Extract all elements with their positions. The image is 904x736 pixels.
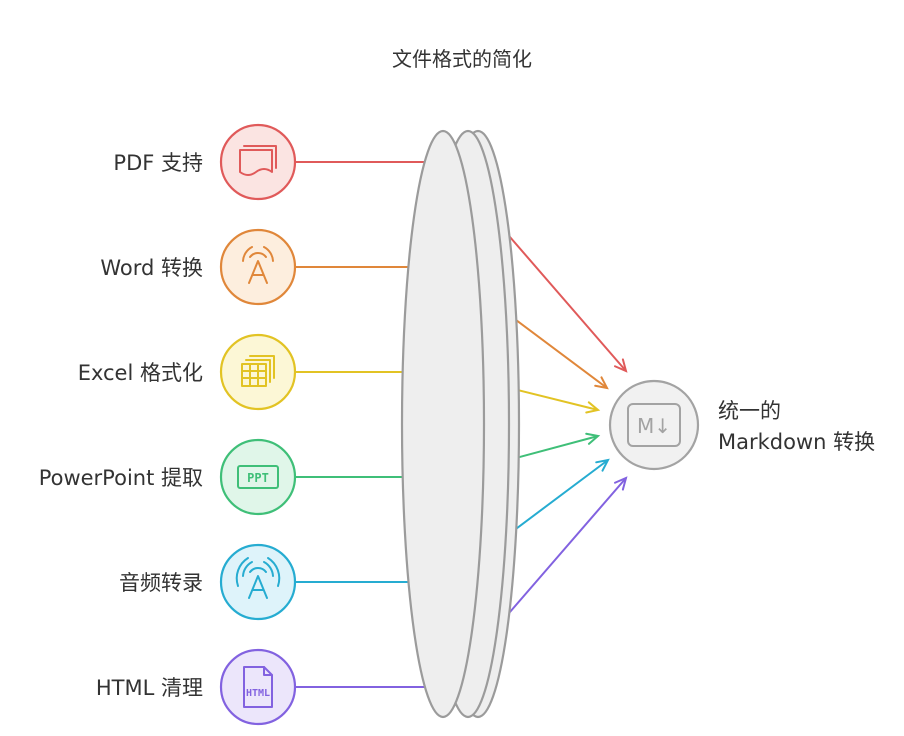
- arrowhead: [594, 376, 609, 390]
- input-node-circle: [219, 228, 297, 306]
- svg-text:HTML: HTML: [246, 688, 270, 699]
- arrowhead: [613, 476, 628, 491]
- spreadsheet-icon: [241, 355, 275, 387]
- pdf-document-icon: [239, 145, 277, 176]
- input-node-circle: [219, 543, 297, 621]
- letter-a-signal-icon: [242, 246, 274, 284]
- arrowhead: [585, 432, 601, 445]
- html-file-icon: HTML: [243, 666, 273, 708]
- input-node-circle: [219, 648, 297, 726]
- output-node: M↓: [608, 379, 700, 471]
- diagram-title: 文件格式的简化: [392, 47, 532, 71]
- input-node: Word 转换: [100, 228, 297, 306]
- markdown-icon: M↓: [637, 414, 671, 438]
- input-node: HTML HTML 清理: [96, 648, 297, 726]
- output-label-line1: 统一的: [718, 399, 781, 423]
- input-node-circle: [219, 438, 297, 516]
- input-label: HTML 清理: [96, 676, 203, 700]
- input-node: PDF 支持: [113, 123, 297, 201]
- input-label: 音频转录: [119, 571, 203, 595]
- input-node: Excel 格式化: [78, 333, 297, 411]
- lens-shape: [400, 129, 521, 719]
- svg-text:PPT: PPT: [247, 471, 269, 485]
- input-node: 音频转录: [119, 543, 297, 621]
- input-node-circle: [219, 123, 297, 201]
- audio-letter-a-icon: [235, 557, 281, 599]
- output-label-line2: Markdown 转换: [718, 430, 875, 454]
- input-node: PPT PowerPoint 提取: [39, 438, 297, 516]
- ppt-icon: PPT: [237, 465, 279, 489]
- input-label: Excel 格式化: [78, 361, 203, 385]
- arrowhead: [585, 401, 601, 414]
- input-label: PowerPoint 提取: [39, 466, 203, 490]
- input-label: PDF 支持: [113, 151, 203, 175]
- arrowhead: [595, 458, 610, 472]
- arrowhead: [613, 358, 628, 373]
- input-label: Word 转换: [100, 256, 203, 280]
